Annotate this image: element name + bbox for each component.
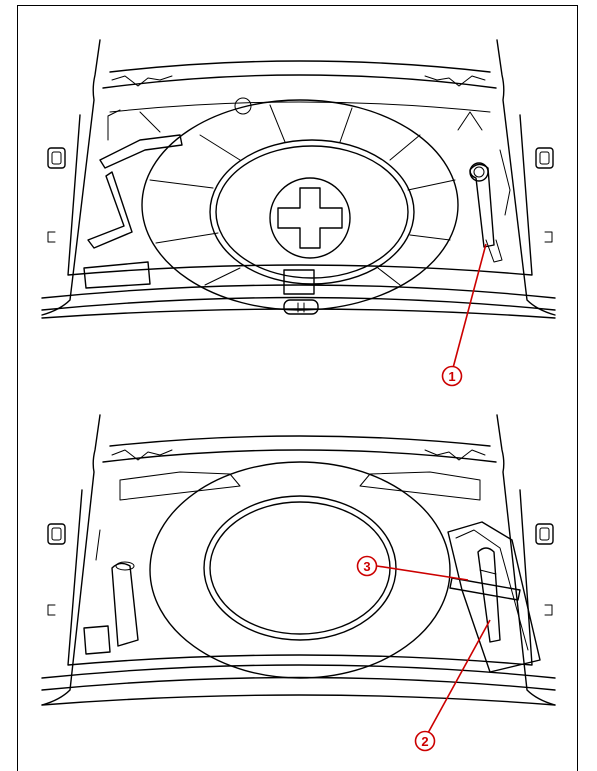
callout-1-label: 1 — [448, 369, 455, 384]
trunk-view-bottom — [41, 414, 556, 706]
callout-1-leader — [452, 243, 487, 369]
callout-2: 2 — [414, 619, 491, 752]
figure-frame — [17, 5, 578, 771]
callout-3: 3 — [356, 555, 469, 581]
callout-1-circle — [441, 365, 463, 387]
trunk-view-top — [41, 39, 556, 319]
callout-3-label: 3 — [363, 559, 370, 574]
callout-2-leader — [427, 619, 491, 734]
callout-3-leader — [376, 565, 469, 581]
callout-2-circle — [414, 730, 436, 752]
callout-1: 1 — [441, 243, 487, 387]
callout-3-circle — [356, 555, 378, 577]
callout-2-label: 2 — [421, 734, 428, 749]
